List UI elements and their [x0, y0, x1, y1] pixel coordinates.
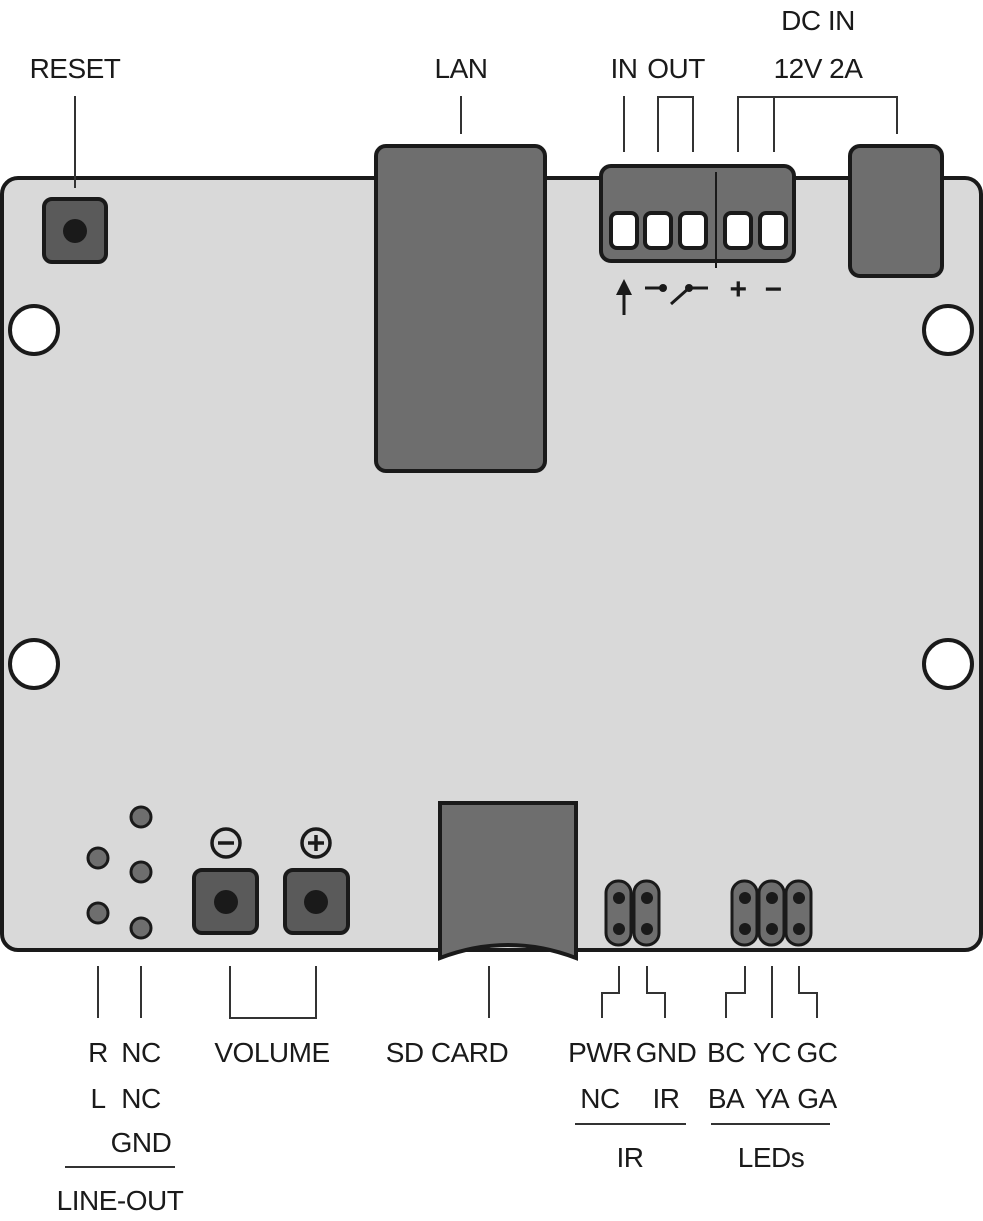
volume-plus-icon	[300, 827, 332, 859]
ga-label: GA	[797, 1083, 837, 1114]
mounting-hole-top-right	[922, 304, 974, 356]
dc-power-jack	[848, 144, 944, 278]
line-out-label: LINE-OUT	[57, 1185, 184, 1216]
pwr-label: PWR	[568, 1037, 632, 1068]
mounting-hole-top-left	[8, 304, 60, 356]
lan-port	[374, 144, 547, 473]
terminal-block	[599, 164, 796, 268]
volume-label: VOLUME	[214, 1037, 329, 1068]
gnd-ir-label: GND	[636, 1037, 697, 1068]
reset-button	[42, 197, 108, 264]
bc-label: BC	[707, 1037, 745, 1068]
volume-down-button	[192, 868, 259, 935]
ir-header	[604, 879, 661, 947]
mounting-hole-bottom-right	[922, 638, 974, 690]
lan-label: LAN	[435, 53, 488, 84]
r-label: R	[88, 1037, 108, 1068]
reset-label: RESET	[30, 53, 121, 84]
yc-label: YC	[753, 1037, 791, 1068]
volume-minus-icon	[210, 827, 242, 859]
out-label: OUT	[647, 53, 705, 84]
switch-icon	[645, 284, 708, 306]
nc2-label: NC	[121, 1083, 161, 1114]
dc-spec-label: 12V 2A	[774, 53, 864, 84]
led-header	[730, 879, 813, 947]
in-label: IN	[611, 53, 638, 84]
sd-card-slot	[438, 801, 578, 961]
ir-group-label: IR	[617, 1142, 644, 1173]
leds-group-label: LEDs	[738, 1142, 804, 1173]
ba-label: BA	[708, 1083, 745, 1114]
volume-up-button	[283, 868, 350, 935]
line-out-pads	[86, 805, 153, 940]
ya-label: YA	[755, 1083, 790, 1114]
plus-symbol: +	[729, 273, 746, 306]
nc1-label: NC	[121, 1037, 161, 1068]
ir-pin-label: IR	[653, 1083, 680, 1114]
minus-symbol: −	[764, 273, 781, 306]
dc-in-label: DC IN	[781, 5, 855, 36]
l-label: L	[90, 1083, 105, 1114]
up-arrow-icon	[616, 279, 632, 315]
nc-ir-label: NC	[580, 1083, 620, 1114]
sd-card-label: SD CARD	[386, 1037, 509, 1068]
gc-label: GC	[797, 1037, 838, 1068]
gnd-line-label: GND	[111, 1127, 172, 1158]
mounting-hole-bottom-left	[8, 638, 60, 690]
